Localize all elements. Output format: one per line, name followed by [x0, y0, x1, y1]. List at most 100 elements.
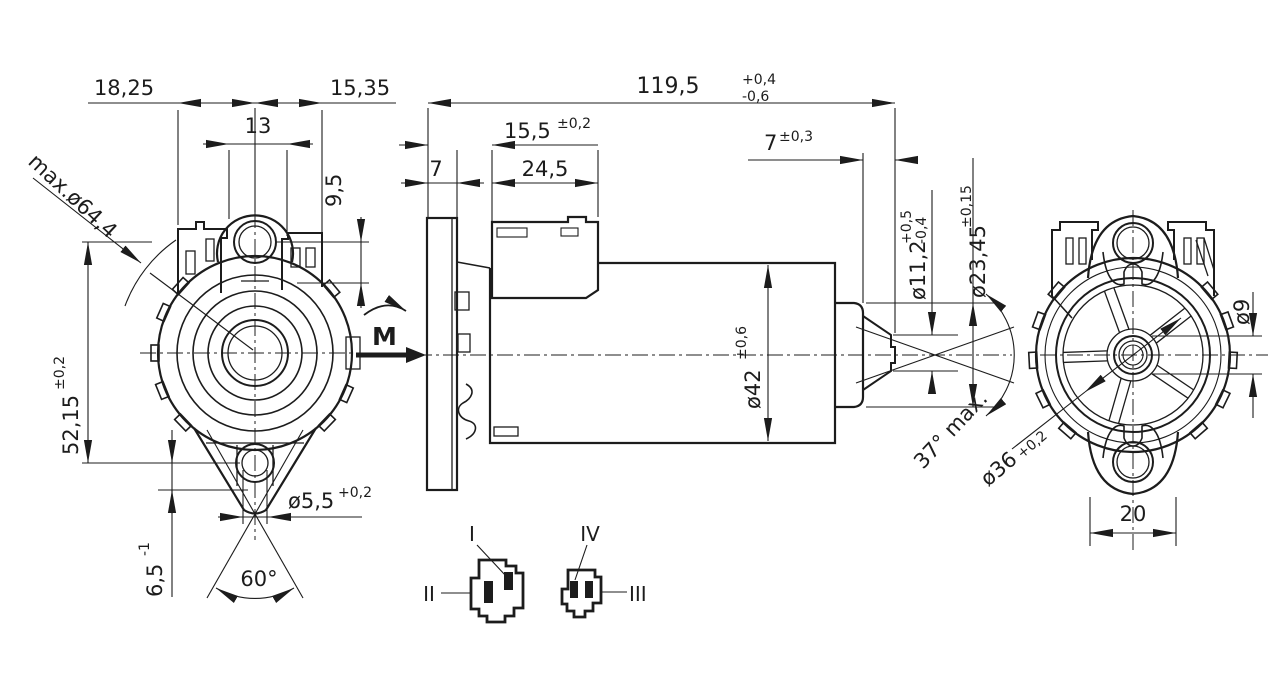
angle-60-arc: [215, 587, 295, 604]
torque-arrowhead: [406, 347, 426, 363]
front-connector-right-pin-1: [290, 247, 301, 268]
dim-label-20: 20: [1120, 502, 1147, 526]
dim-label-15-5-tol: ±0,2: [557, 116, 591, 132]
rear-bottom-crown-rib: [1102, 424, 1164, 459]
front-view: [140, 108, 378, 540]
rear-top-crown-rib: [1102, 251, 1164, 286]
front-connector-left-pin-1: [185, 250, 196, 275]
dim-label-23-45-tol: ±0,15: [959, 185, 975, 228]
front-connector-left-pin-2: [205, 238, 215, 262]
rear-connector-right-detail-1: [1195, 239, 1209, 277]
rear-spoke-ring-outer: [1055, 277, 1211, 433]
side-snap-slot: [493, 426, 519, 437]
dim-label-11-2: ø11,2: [906, 240, 930, 300]
front-housing-bumps: [150, 276, 355, 433]
pin-label-3: III: [629, 582, 647, 606]
rear-connector-left-pin-2: [1078, 237, 1087, 265]
pin-label-4: IV: [580, 522, 600, 546]
pin-label-2: II: [423, 582, 435, 606]
dim-label-9: ø9: [1230, 299, 1254, 325]
front-top-ear-hole-outer: [233, 220, 277, 264]
front-top-ear: [215, 214, 295, 263]
dim-label-119-5-tp: +0,4: [742, 72, 776, 88]
front-circle-4: [207, 305, 303, 401]
side-worm-shaft: [862, 315, 896, 391]
dim-label-24-5: 24,5: [522, 157, 569, 181]
pin-II-contact: [484, 581, 493, 603]
dim-label-5-5-tol: +0,2: [338, 485, 372, 501]
dim-label-13: 13: [245, 114, 272, 138]
dim-label-6-5: 6,5: [143, 564, 167, 597]
dim-label-42-tol: ±0,6: [734, 326, 750, 360]
dim-label-60: 60°: [240, 567, 277, 591]
angle-37-arc: [985, 293, 1015, 417]
pin-I-contact: [504, 572, 513, 590]
dim-label-5-5: ø5,5: [288, 489, 334, 513]
dim-label-11-2-tm: -0,4: [914, 217, 930, 244]
side-flange-detail-1: [454, 291, 470, 311]
dim-label-52-15: 52,15: [59, 395, 83, 455]
front-circle-3: [192, 290, 318, 416]
rear-connector-right: [1167, 221, 1215, 296]
rear-bottom-ear-hole-outer: [1112, 441, 1154, 483]
dim-label-36: ø36: [976, 447, 1022, 491]
dim-label-7b: 7: [764, 131, 777, 155]
dim-label-42: ø42: [741, 369, 765, 409]
front-dimensions: 18,25 15,35 13 9,5 max.ø64,4 52,15 ±0,2: [24, 76, 396, 604]
rear-spoke-ring-inner: [1062, 284, 1204, 426]
dim-label-7b-tol: ±0,3: [779, 129, 813, 145]
rotation-arc: [363, 295, 407, 316]
side-end-cap: [835, 301, 865, 409]
pin-detail-connector-left: [469, 558, 525, 624]
front-circle-2: [176, 274, 334, 432]
max-dia-arc: [124, 239, 177, 307]
dim-label-max-dia: max.ø64,4: [24, 149, 122, 243]
rear-connector-right-pin-2: [1196, 237, 1205, 265]
dim-label-18-25: 18,25: [94, 76, 154, 100]
dim-label-9-5: 9,5: [322, 174, 346, 207]
dim-label-15-35: 15,35: [330, 76, 390, 100]
max-dia-leader: [32, 177, 142, 264]
rear-top-ear-hole-outer: [1112, 222, 1154, 264]
front-top-ear-hole-inner: [238, 225, 272, 259]
rear-view: [1027, 210, 1268, 552]
rear-bottom-ear: [1086, 431, 1180, 496]
pin-1-leader: [476, 544, 507, 577]
dim-label-7: 7: [429, 157, 442, 181]
side-spring-clip: [457, 383, 477, 440]
pin-4-leader: [574, 544, 588, 581]
front-connector-left: [177, 221, 228, 293]
dim-label-11-2-tp: +0,5: [899, 210, 915, 244]
side-flange-step: [456, 261, 491, 269]
dim-36-tail: [1011, 391, 1086, 450]
front-bore-outer: [221, 319, 289, 387]
rear-housing-outline: [1034, 256, 1232, 454]
rear-connector-left-pin-1: [1065, 237, 1074, 265]
pin-IV-contact: [570, 581, 578, 598]
rear-connector-left: [1051, 221, 1099, 296]
rear-top-ear: [1086, 214, 1180, 279]
dim-36-line: [1084, 317, 1182, 393]
pin-label-1: I: [469, 522, 475, 546]
pin-III-contact: [585, 581, 593, 598]
rear-connector-right-detail-2: [1203, 237, 1215, 271]
angle-60-line-2: [206, 429, 304, 599]
side-flange-plate: [425, 216, 459, 492]
dim-label-37: 37° max.: [909, 387, 992, 474]
rear-circle-2: [1044, 266, 1222, 444]
connector-pin-detail: I II IV III: [423, 522, 647, 624]
front-housing-outline: [156, 254, 354, 452]
dim-label-119-5: 119,5: [637, 74, 700, 99]
torque-label: M: [372, 322, 397, 351]
dim-label-23-45: ø23,45: [966, 225, 990, 298]
side-housing-detail-1: [496, 227, 528, 238]
side-flange-detail-2: [457, 333, 471, 353]
side-housing-detail-2: [560, 227, 579, 237]
dim-label-6-5-tol: -1: [137, 542, 153, 556]
side-view: [362, 215, 1012, 492]
side-dimensions: 119,5 +0,4 -0,6 15,5 ±0,2 7 24,5 7 ±0,3: [356, 72, 1000, 441]
dim-label-52-15-tol: ±0,2: [52, 356, 68, 390]
dim-label-15-5: 15,5: [504, 119, 551, 143]
front-bore-inner: [227, 325, 283, 381]
